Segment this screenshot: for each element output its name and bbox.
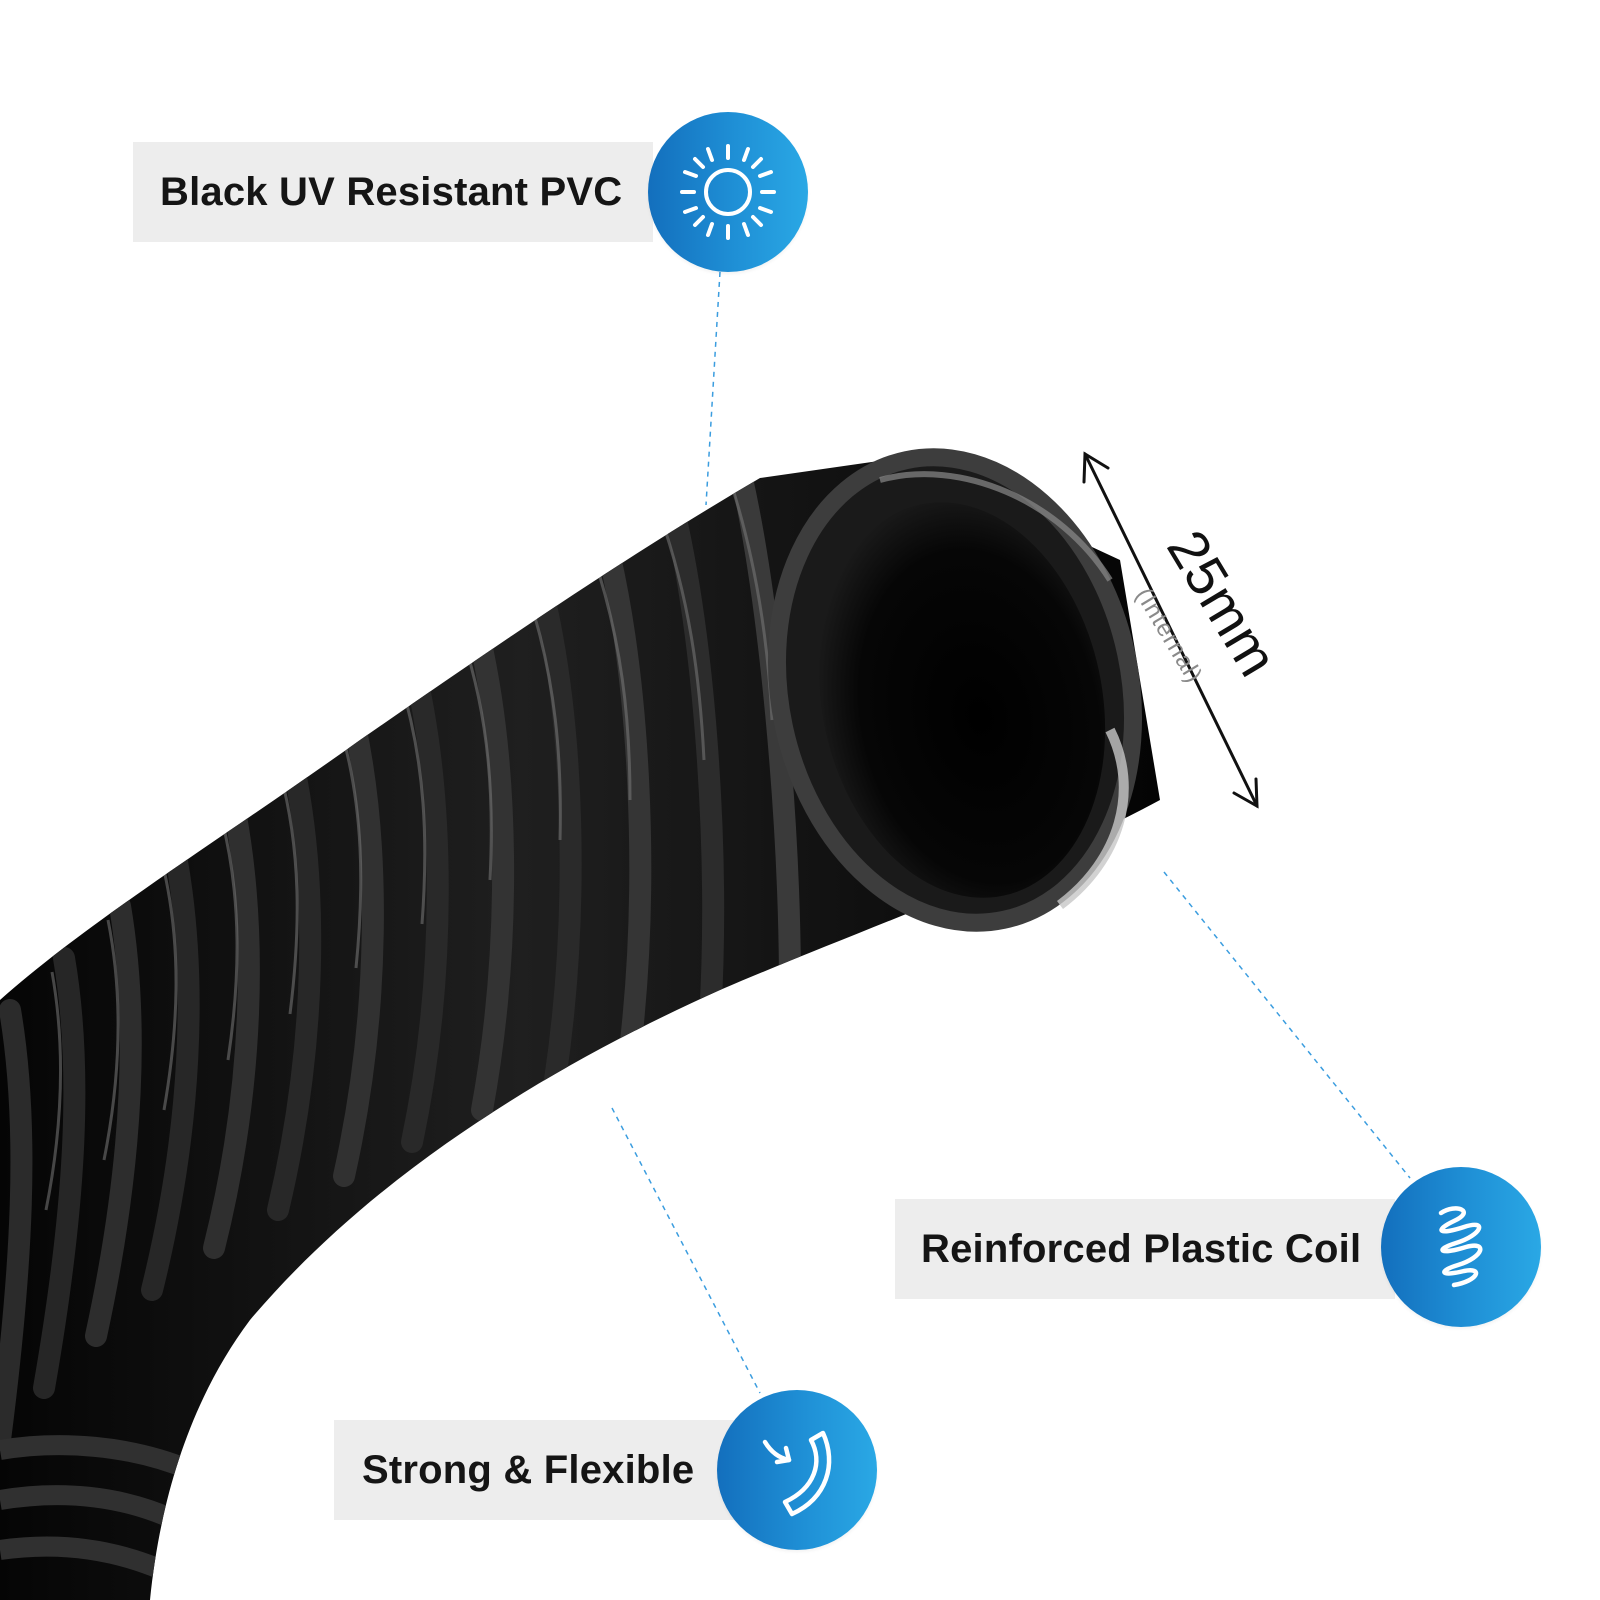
coil-spring-icon <box>1438 1206 1483 1288</box>
flexible-feature-badge <box>717 1390 877 1550</box>
feature-label-flexible-text: Strong & Flexible <box>362 1447 695 1492</box>
feature-label-coil-text: Reinforced Plastic Coil <box>921 1226 1362 1271</box>
hose-ribs <box>0 459 801 1580</box>
feature-label-flexible: Strong & Flexible <box>334 1420 734 1520</box>
dimension-arrow <box>1082 451 1259 809</box>
hose-opening <box>818 502 1106 898</box>
sun-icon <box>680 144 776 240</box>
feature-label-coil: Reinforced Plastic Coil <box>895 1199 1395 1299</box>
feature-label-uv: Black UV Resistant PVC <box>133 142 653 242</box>
uv-feature-badge <box>648 112 808 272</box>
feature-label-uv-text: Black UV Resistant PVC <box>160 169 623 214</box>
coil-feature-badge <box>1381 1167 1541 1327</box>
leader-lines <box>611 271 1411 1394</box>
bend-arrow-icon <box>762 1430 832 1517</box>
